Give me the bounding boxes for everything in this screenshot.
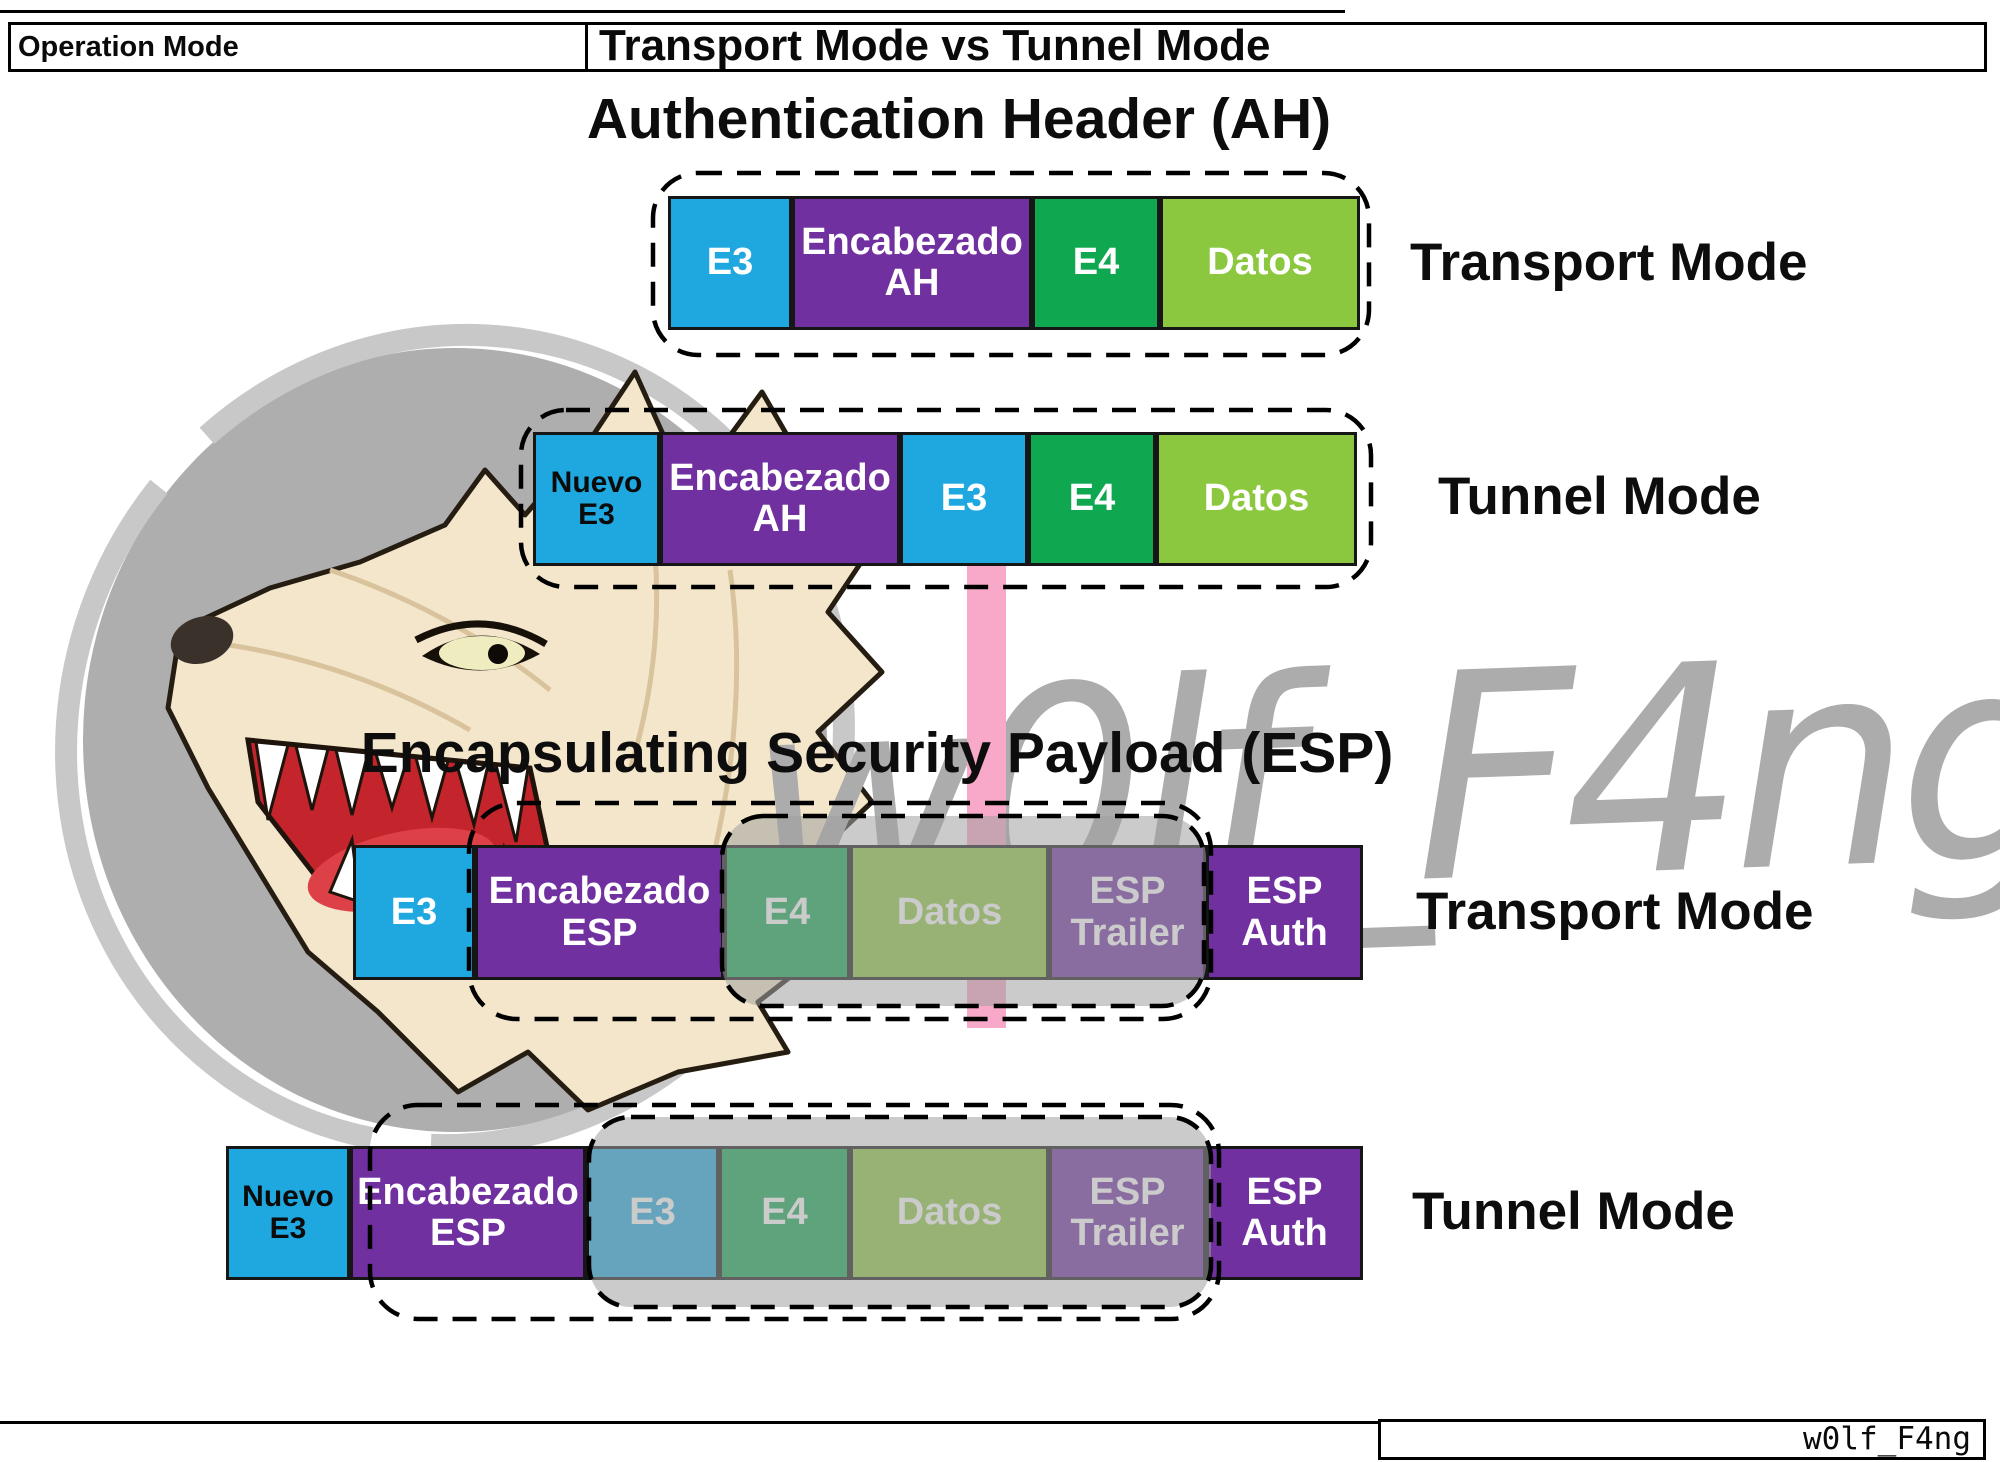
signature-box: w0lf_F4ng bbox=[1378, 1419, 1986, 1460]
esp-heading: Encapsulating Security Payload (ESP) bbox=[360, 721, 1394, 785]
packet-block-esp-auth: ESP Auth bbox=[1206, 845, 1363, 980]
ah-tunnel-scope-dashed bbox=[518, 407, 1374, 590]
packet-block-e3: E3 bbox=[668, 196, 792, 330]
ah-transport-scope-dashed bbox=[650, 170, 1372, 358]
footer-border-line bbox=[0, 1421, 1378, 1424]
packet-block-e4: E4 bbox=[1032, 196, 1160, 330]
packet-block-e3: E3 bbox=[900, 432, 1028, 566]
packet-block-encabezado-ah: Encabezado AH bbox=[660, 432, 900, 566]
packet-block-esp-auth: ESP Auth bbox=[1206, 1146, 1363, 1280]
packet-block-datos: Datos bbox=[1160, 196, 1360, 330]
packet-block-e4: E4 bbox=[1028, 432, 1156, 566]
wolf-nose bbox=[170, 615, 234, 665]
packet-block-datos: Datos bbox=[1156, 432, 1357, 566]
packet-block-nuevo-e3: Nuevo E3 bbox=[226, 1146, 350, 1280]
esp-tunnel-encrypted-overlay bbox=[589, 1117, 1211, 1307]
ah-tunnel-mode-label: Tunnel Mode bbox=[1438, 467, 1761, 526]
top-border-line bbox=[0, 10, 1345, 13]
packet-block-encabezado-ah: Encabezado AH bbox=[792, 196, 1032, 330]
header-divider bbox=[585, 22, 588, 72]
esp-transport-encrypted-overlay bbox=[722, 816, 1206, 1006]
esp-tunnel-auth-scope-dashed bbox=[367, 1102, 1222, 1322]
header-left-label: Operation Mode bbox=[18, 31, 239, 63]
esp-transport-mode-label: Transport Mode bbox=[1416, 882, 1814, 941]
page-title: Transport Mode vs Tunnel Mode bbox=[599, 21, 1271, 70]
esp-transport-auth-scope-dashed bbox=[466, 800, 1214, 1022]
packet-block-e3: E3 bbox=[353, 845, 475, 980]
packet-block-encabezado-esp: Encabezado ESP bbox=[475, 845, 724, 980]
esp-tunnel-mode-label: Tunnel Mode bbox=[1412, 1182, 1735, 1241]
ah-transport-mode-label: Transport Mode bbox=[1410, 233, 1808, 292]
esp-transport-encrypted-scope-dashed bbox=[719, 813, 1207, 1009]
packet-block-encabezado-esp: Encabezado ESP bbox=[350, 1146, 586, 1280]
wolf-eye bbox=[414, 620, 548, 671]
packet-block-nuevo-e3: Nuevo E3 bbox=[533, 432, 660, 566]
ah-heading: Authentication Header (AH) bbox=[586, 87, 1332, 151]
header-box bbox=[8, 22, 1987, 72]
